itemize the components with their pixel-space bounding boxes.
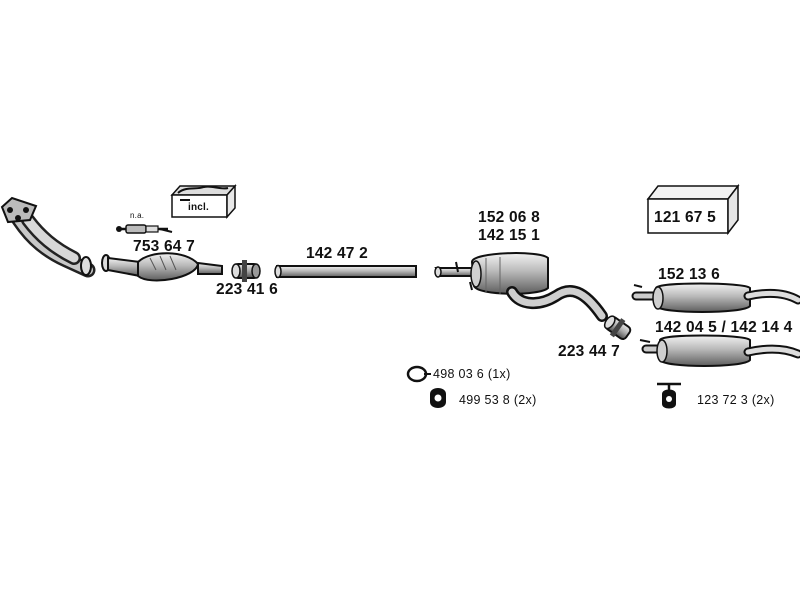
hanger-icon — [657, 382, 681, 409]
rear-silencer-1-part-number: 152 13 6 — [658, 266, 720, 283]
lambda-sensor-icon — [116, 224, 173, 234]
rear-silencer-icon — [631, 282, 800, 313]
rubber-mount-icon — [430, 388, 446, 408]
mounting-kit-box-icon — [170, 184, 237, 219]
rubber-ring-icon — [406, 365, 431, 383]
intermediate-pipe-part-number: 142 47 2 — [306, 245, 368, 262]
clamp-1-part-number: 223 41 6 — [216, 281, 278, 298]
pipe-icon — [274, 264, 417, 279]
kit-box-part-number: 121 67 5 — [654, 209, 716, 226]
lambda-sensor-note: n.a. — [130, 211, 145, 220]
middle-silencer-part-number-2: 142 15 1 — [478, 227, 540, 244]
rubber-mount-part-number: 499 53 8 (2x) — [459, 393, 537, 407]
mounting-kit-label: incl. — [188, 202, 210, 213]
middle-silencer-icon — [434, 252, 608, 322]
rear-silencer-2-part-number: 142 04 5 / 142 14 4 — [655, 319, 793, 336]
hanger-part-number: 123 72 3 (2x) — [697, 393, 775, 407]
middle-silencer-part-number-1: 152 06 8 — [478, 209, 540, 226]
pipe-clamp-icon — [603, 315, 632, 341]
clamp-2-part-number: 223 44 7 — [558, 343, 620, 360]
rubber-ring-part-number: 498 03 6 (1x) — [433, 367, 511, 381]
pipe-clamp-icon — [231, 260, 261, 282]
lambda-sensor-part-number: 753 64 7 — [133, 238, 195, 255]
kit-box-icon — [646, 183, 740, 236]
front-pipe-icon — [0, 196, 96, 278]
rear-silencer-icon — [639, 334, 800, 367]
catalytic-converter-icon — [101, 252, 223, 282]
